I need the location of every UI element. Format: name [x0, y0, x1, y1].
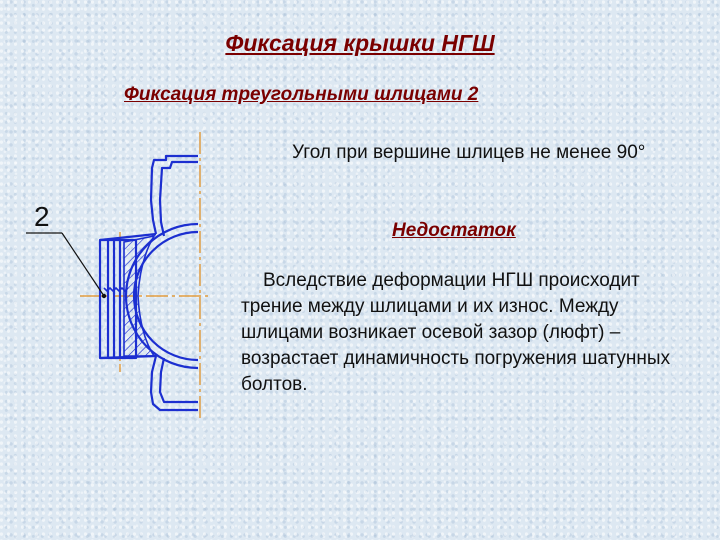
drawback-explanation: Вследствие деформации НГШ происходит тре… — [241, 270, 671, 395]
section-hatch — [123, 234, 156, 357]
upper-boss-inner-outline — [158, 160, 198, 237]
callout-dot — [101, 293, 107, 299]
cap-outline — [98, 154, 199, 412]
lower-boss-inner-outline — [158, 357, 198, 404]
connecting-rod-cap-drawing: 2 — [26, 132, 210, 420]
slide-subtitle: Фиксация треугольными шлицами 2 — [124, 84, 479, 105]
lower-boss-outline — [149, 355, 198, 412]
slide-title: Фиксация крышки НГШ — [225, 30, 495, 56]
drawback-heading: Недостаток — [392, 220, 516, 241]
callout-2: 2 — [26, 201, 107, 299]
callout-label: 2 — [34, 201, 50, 232]
upper-boss-outline — [149, 154, 198, 235]
triangular-splines — [103, 286, 129, 293]
spline-angle-note: Угол при вершине шлицев не менее 90° — [292, 142, 646, 163]
flange-top-edge — [99, 232, 157, 242]
callout-leader-line — [61, 232, 105, 297]
